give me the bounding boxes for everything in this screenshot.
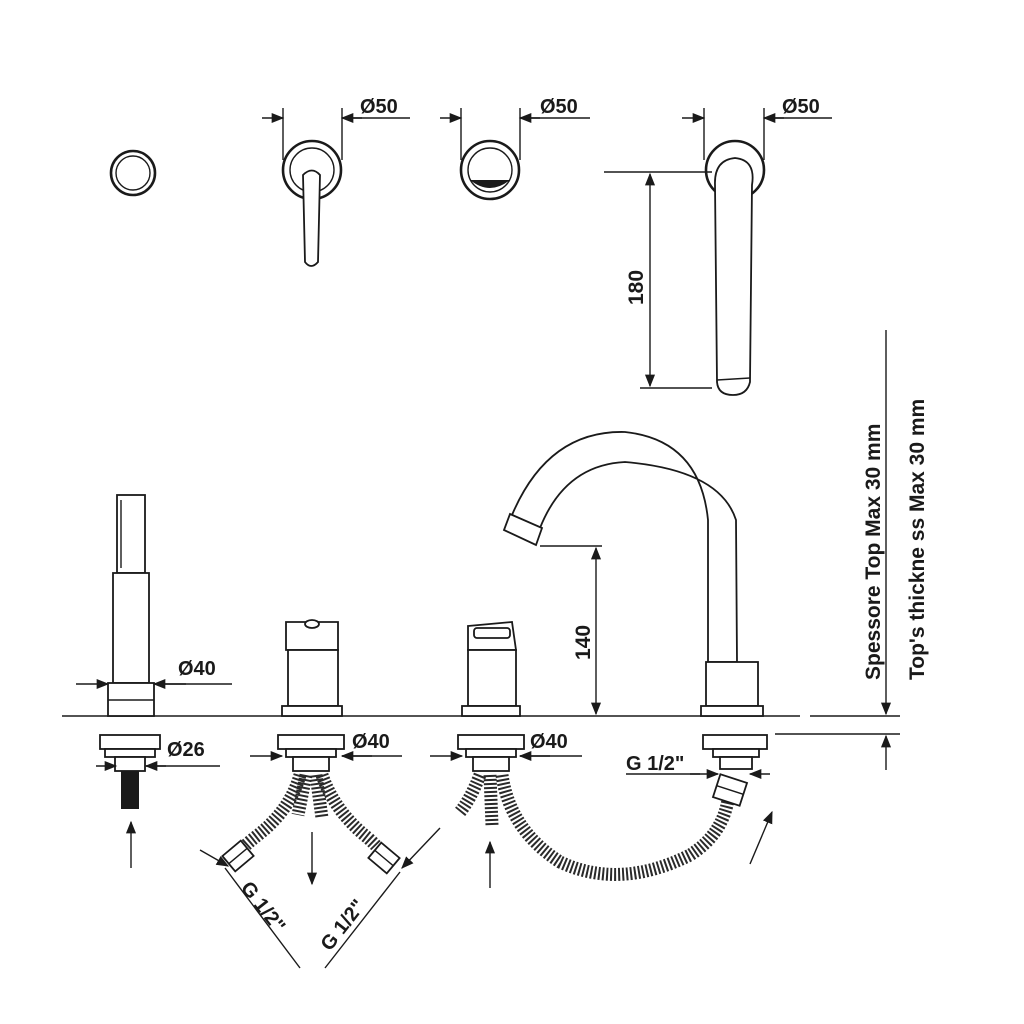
dimension-g12-left: G 1/2" (236, 878, 289, 938)
top-view-shower (109, 149, 157, 197)
dimension-g12-spout: G 1/2" (626, 753, 684, 775)
side-view-hand-shower: Ø40 Ø26 (76, 494, 232, 868)
top-view-mixer: Ø50 (262, 96, 410, 267)
dimension-dia50-spout: Ø50 (782, 96, 820, 118)
dimension-dia40-shower: Ø40 (178, 658, 216, 680)
side-view-mixer: Ø40 G 1/2" G 1/2" (199, 619, 441, 969)
dimension-g12-right: G 1/2" (317, 896, 370, 956)
dimension-dia40-diverter: Ø40 (530, 731, 568, 753)
top-view-spout: Ø50 180 (604, 96, 832, 396)
dimension-dia50-mixer: Ø50 (360, 96, 398, 118)
side-view-diverter: Ø40 (430, 621, 735, 888)
thickness-label-en: Top's thickne ss Max 30 mm (906, 399, 929, 680)
dimension-dia26: Ø26 (167, 739, 205, 761)
dimension-140: 140 (572, 625, 595, 660)
side-view-spout: 140 G 1/2" (502, 431, 773, 865)
dimension-dia40-mixer: Ø40 (352, 731, 390, 753)
countertop-thickness-annotation: Spessore Top Max 30 mm Top's thickne ss … (862, 330, 929, 770)
dimension-dia50-diverter: Ø50 (540, 96, 578, 118)
top-view-diverter: Ø50 (440, 96, 590, 201)
dimension-180: 180 (625, 270, 648, 305)
thickness-label-it: Spessore Top Max 30 mm (862, 424, 885, 680)
